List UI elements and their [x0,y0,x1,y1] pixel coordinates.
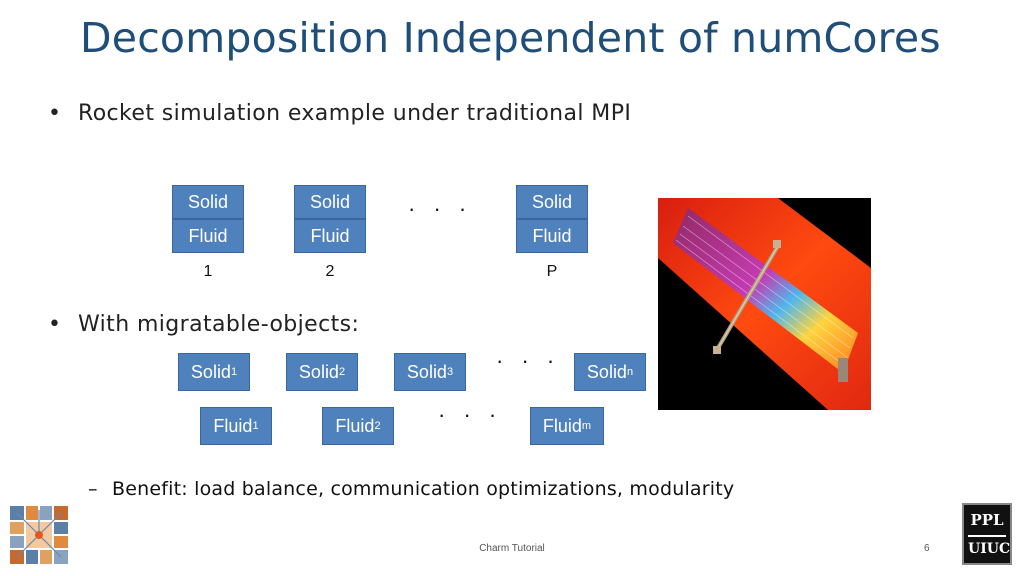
bullet-objects: • With migratable-objects: [48,312,359,337]
charm-logo-icon [8,504,70,566]
sub-bullet-benefit: –Benefit: load balance, communication op… [88,478,734,500]
bullet-mpi-text: Rocket simulation example under traditio… [78,101,632,126]
mpi-ellipsis: · · · [408,196,473,221]
bullet-marker: • [48,101,62,126]
object-solid-ellipsis: · · · [496,348,561,373]
object-fluid-1-name: Fluid [213,415,253,436]
object-solid-1-name: Solid [190,361,231,382]
footer-text: Charm Tutorial [479,543,545,554]
mpi-fluid-box-1: Fluid [172,219,244,253]
mpi-processor-label-p: P [546,263,558,280]
mpi-fluid-box-2: Fluid [294,219,366,253]
bullet-marker: • [48,312,62,337]
slide-title: Decomposition Independent of numCores [80,14,941,62]
mpi-solid-box-p: Solid [516,185,588,219]
page-number: 6 [924,543,930,554]
mpi-processor-label-2: 2 [325,263,335,280]
sub-bullet-marker: – [88,478,98,500]
object-fluid-2-name: Fluid [335,415,375,436]
uiuc-logo-text: UIUC [968,535,1010,557]
object-solid-n-name: Solid [586,361,627,382]
mpi-solid-box-2: Solid [294,185,366,219]
object-fluid-ellipsis: · · · [438,402,503,427]
sub-bullet-benefit-text: Benefit: load balance, communication opt… [112,478,735,500]
ppl-logo-text: PPL [970,511,1004,529]
rocket-simulation-image [658,198,871,410]
bullet-objects-text: With migratable-objects: [78,312,360,337]
object-fluid-m-name: Fluid [542,415,582,436]
bullet-mpi: • Rocket simulation example under traditi… [48,101,631,126]
object-solid-2-name: Solid [298,361,339,382]
ppl-uiuc-logo: PPL UIUC [962,503,1012,565]
mpi-solid-box-1: Solid [172,185,244,219]
mpi-fluid-box-p: Fluid [516,219,588,253]
object-solid-3-name: Solid [406,361,447,382]
mpi-processor-label-1: 1 [203,263,213,280]
